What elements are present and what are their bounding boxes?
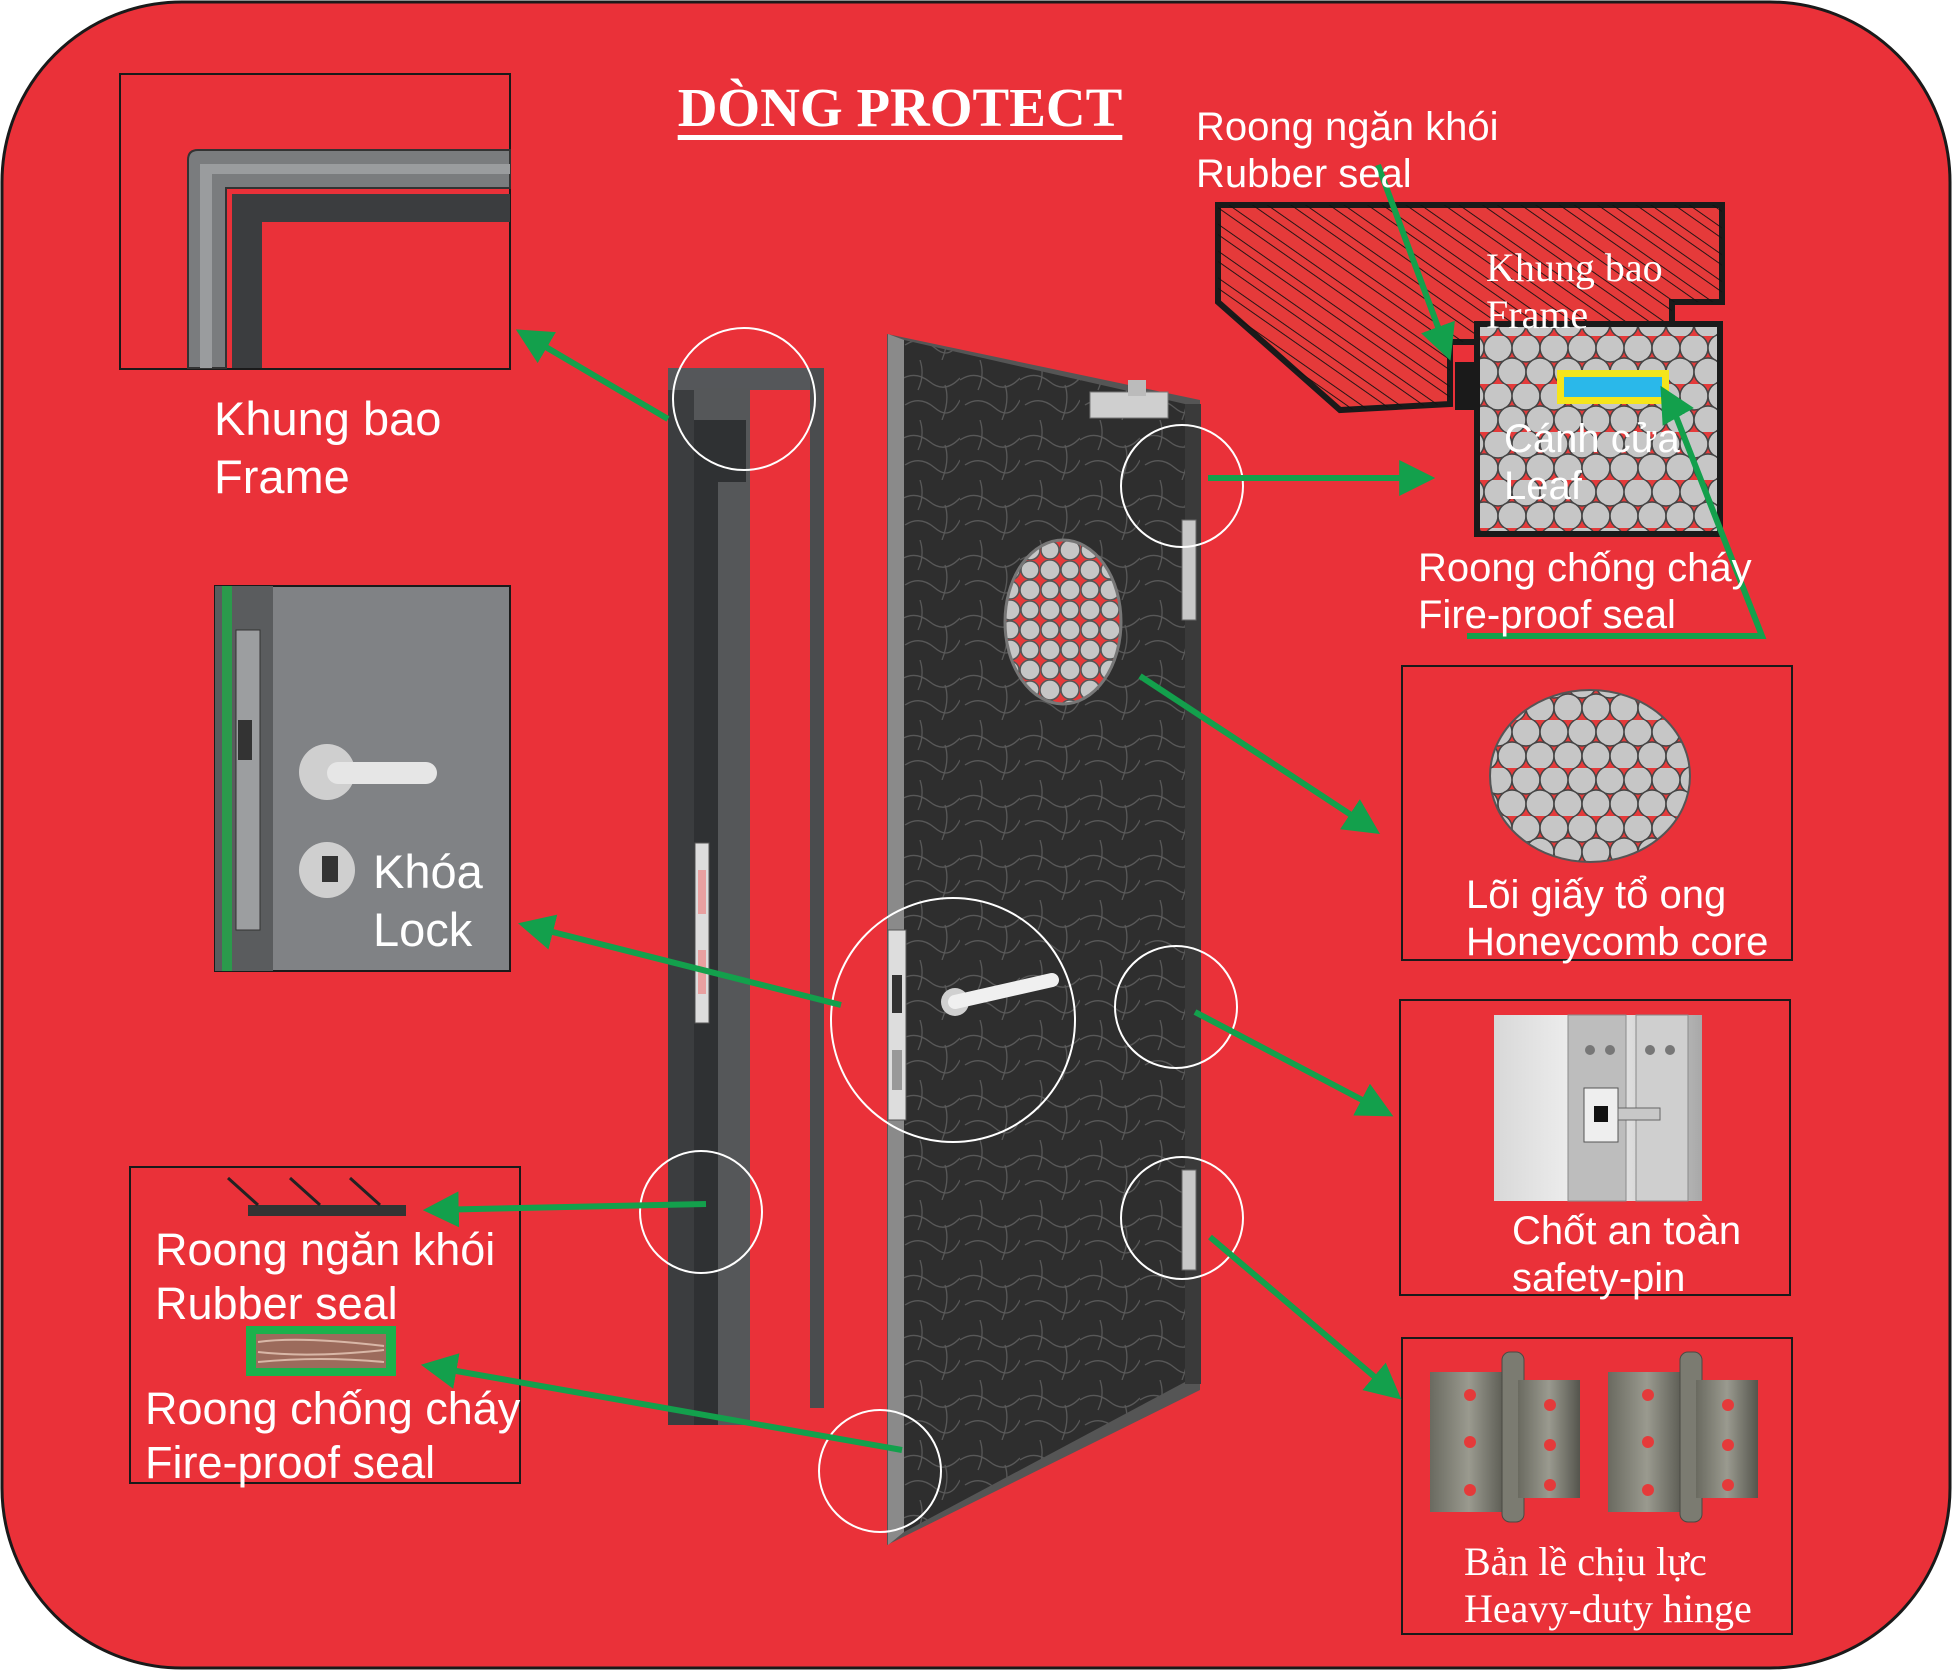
- section-leaf-label-vi: Cánh cửa: [1504, 417, 1680, 461]
- fire-seal-icon: [246, 1326, 396, 1376]
- fire-seal-right-label-vi: Roong chống cháy: [1418, 546, 1752, 590]
- door-icon: [668, 334, 1201, 1545]
- core-label: Lõi giấy tổ ong Honeycomb core: [1466, 872, 1768, 966]
- page-title: DÒNG PROTECT: [677, 77, 1123, 138]
- cross-section-icon: [1215, 202, 1725, 537]
- smoke-seal-top-label-vi: Roong ngăn khói: [1196, 105, 1499, 149]
- lock-label-vi: Khóa: [373, 845, 483, 898]
- safety-pin-label: Chốt an toàn safety-pin: [1512, 1208, 1741, 1302]
- hinge-label-vi: Bản lề chịu lực: [1464, 1539, 1707, 1584]
- core-label-vi: Lõi giấy tổ ong: [1466, 873, 1727, 917]
- fire-seal-left-label: Roong chống cháy Fire-proof seal: [145, 1382, 520, 1490]
- frame-label-en: Frame: [214, 450, 350, 503]
- lock-label: Khóa Lock: [373, 843, 483, 959]
- safety-pin-icon: [1399, 999, 1791, 1296]
- fire-seal-right-label: Roong chống cháy Fire-proof seal: [1418, 545, 1752, 639]
- fire-seal-left-label-en: Fire-proof seal: [145, 1437, 436, 1488]
- honeycomb-core-icon: [1401, 665, 1793, 961]
- fire-seal-right-label-en: Fire-proof seal: [1418, 593, 1676, 637]
- core-label-en: Honeycomb core: [1466, 920, 1769, 964]
- rubber-seal-icon: [226, 1176, 406, 1216]
- section-frame-label: Khung bao Frame: [1486, 244, 1663, 338]
- lock-detail-icon: [214, 585, 511, 972]
- frame-label-vi: Khung bao: [214, 392, 442, 445]
- safety-pin-label-vi: Chốt an toàn: [1512, 1209, 1742, 1253]
- hinge-label: Bản lề chịu lực Heavy-duty hinge: [1464, 1538, 1752, 1632]
- hinge-label-en: Heavy-duty hinge: [1464, 1586, 1752, 1631]
- callout-arrows: [420, 163, 1455, 1453]
- smoke-seal-left-label-vi: Roong ngăn khói: [155, 1224, 496, 1275]
- fire-seal-left-label-vi: Roong chống cháy: [145, 1383, 521, 1434]
- smoke-seal-top-label: Roong ngăn khói Rubber seal: [1196, 104, 1498, 198]
- fire-seal-callout-arrow: [1660, 385, 1694, 426]
- lock-label-en: Lock: [373, 903, 473, 956]
- highlight-circles: [639, 327, 1244, 1533]
- smoke-seal-left-label: Roong ngăn khói Rubber seal: [155, 1223, 495, 1331]
- section-frame-label-en: Frame: [1486, 292, 1589, 337]
- hinge-icon: [1401, 1337, 1793, 1635]
- frame-detail-icon: [119, 73, 511, 370]
- smoke-seal-left-label-en: Rubber seal: [155, 1278, 398, 1329]
- safety-pin-label-en: safety-pin: [1512, 1256, 1686, 1300]
- section-leaf-label: Cánh cửa Leaf: [1504, 416, 1680, 510]
- fire-seal-callout-line: [1467, 404, 1767, 639]
- frame-label: Khung bao Frame: [214, 390, 441, 506]
- section-frame-label-vi: Khung bao: [1486, 245, 1663, 290]
- section-leaf-label-en: Leaf: [1504, 464, 1582, 508]
- smoke-seal-top-label-en: Rubber seal: [1196, 152, 1412, 196]
